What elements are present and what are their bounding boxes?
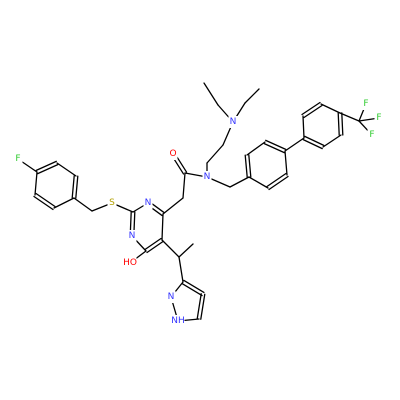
single-bond (322, 134, 342, 148)
atom-label-n-pyr-bottom: N (127, 230, 137, 242)
svg-text:N: N (204, 172, 211, 182)
single-bond (161, 213, 164, 241)
atom-label-n-pyrazole-1: N (166, 291, 176, 303)
svg-text:N: N (168, 292, 175, 302)
svg-text:N: N (230, 117, 237, 127)
double-bond (302, 135, 325, 150)
atom-label-n-amide: N (202, 171, 212, 183)
atom-label-s-thioether: S (107, 197, 117, 209)
atom-label-f-aryl: F (13, 153, 23, 165)
atom-label-o-hydroxy: HO (123, 257, 137, 269)
double-bond (244, 154, 252, 178)
double-bond (263, 139, 287, 154)
svg-text:F: F (369, 130, 374, 140)
double-bond (196, 293, 206, 320)
single-bond (229, 176, 250, 188)
double-bond (35, 160, 59, 175)
double-bond (181, 279, 205, 297)
atom-label-o-carbonyl: O (168, 148, 178, 160)
double-bond (33, 192, 56, 211)
single-bond (161, 239, 180, 258)
double-bond (301, 101, 323, 119)
svg-text:N: N (145, 198, 152, 208)
svg-text:F: F (15, 154, 20, 164)
double-bond (337, 112, 344, 136)
svg-text:N: N (129, 231, 136, 241)
single-bond (302, 115, 305, 139)
single-bond (284, 150, 288, 176)
single-bond (178, 243, 194, 258)
single-bond (53, 197, 75, 209)
svg-text:HO: HO (123, 258, 137, 268)
svg-text:NH: NH (171, 316, 185, 326)
double-bond (266, 172, 289, 191)
single-bond (248, 176, 269, 189)
double-bond (71, 175, 79, 199)
single-bond (182, 172, 186, 199)
svg-text:S: S (109, 198, 115, 208)
single-bond (34, 171, 38, 196)
single-bond (162, 197, 184, 215)
single-bond (246, 141, 266, 156)
atom-label-n-pyr-top: N (143, 197, 153, 209)
svg-text:F: F (363, 99, 368, 109)
single-bond (56, 162, 77, 177)
atom-label-f-cf3-a: F (367, 129, 377, 141)
single-bond (73, 197, 93, 212)
single-bond (203, 82, 219, 106)
bond-layer (17, 82, 380, 322)
single-bond (284, 137, 305, 152)
single-bond (320, 103, 341, 114)
single-bond (206, 144, 224, 164)
double-bond (144, 237, 164, 254)
atom-label-f-cf3-b: F (374, 112, 384, 124)
single-bond (178, 256, 184, 283)
svg-text:F: F (376, 113, 381, 123)
svg-text:O: O (169, 149, 176, 159)
atom-label-nh-pyrazole: NH (171, 315, 185, 327)
single-bond (244, 88, 260, 104)
atom-label-f-cf3-c: F (361, 98, 371, 110)
atom-label-n-amine: N (228, 116, 238, 128)
single-bond (339, 112, 360, 122)
